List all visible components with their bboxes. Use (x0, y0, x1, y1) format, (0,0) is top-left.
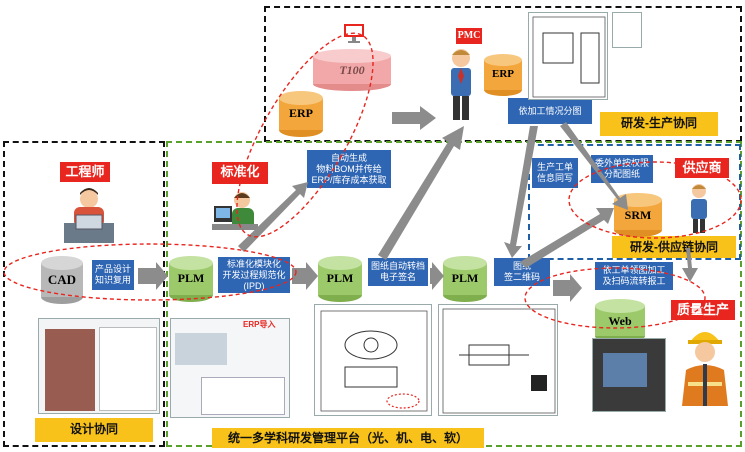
cad-software-screenshot (38, 318, 160, 414)
engineer-tag: 工程师 (60, 162, 110, 182)
engineer-illustration (58, 185, 120, 245)
auto-gen-note: 自动生成 物料BOM并传给 ERP/库存成本获取 (307, 150, 391, 188)
modular-note: 标准化模块化 开发过程规范化 (IPD) (218, 257, 290, 293)
plm-dialog (201, 377, 285, 415)
tablet-photo (592, 338, 666, 412)
production-order-note: 生产工单 信息同写 (532, 158, 578, 188)
thumbnail-small (612, 12, 642, 48)
plm-cylinder-2: PLM (317, 255, 363, 303)
design-collab-tag: 设计协同 (35, 418, 153, 442)
quality-tag: 质量生产 (671, 300, 735, 320)
plm-modular-screenshot: ERP导入 (170, 318, 290, 418)
plm-cylinder-3: PLM (442, 255, 488, 303)
design-collab-region (3, 141, 165, 447)
pmc-tag: PMC (456, 28, 482, 44)
supplier-person-illustration (686, 182, 712, 234)
drawing-sketch-1 (320, 310, 428, 412)
supply-highlight-ellipse (568, 161, 742, 239)
production-collab-tag: 研发-生产协同 (600, 112, 718, 136)
pmc-drawing-sketch (532, 16, 606, 98)
platform-tag: 统一多学科研发管理平台（光、机、电、软） (212, 428, 484, 448)
plm-thumbnail (175, 333, 227, 365)
supply-collab-tag: 研发-供应链协同 (612, 236, 736, 258)
pmc-person-illustration (444, 46, 478, 122)
erp-import-label: ERP导入 (243, 320, 276, 329)
standardization-tag: 标准化 (212, 162, 268, 184)
standardization-highlight-ellipse (236, 32, 374, 238)
t100-cylinder: T100 (312, 48, 392, 92)
supply-collab-region (528, 144, 741, 260)
auto-convert-note: 图纸自动转档 电子签名 (368, 258, 428, 286)
plm-cylinder-1: PLM (168, 255, 214, 303)
work-order-note: 依工单领图加工 及扫码流转报工 (595, 262, 673, 290)
cad-model-image (45, 329, 95, 411)
drawing-screenshot-1 (314, 304, 432, 416)
design-highlight-ellipse (3, 243, 297, 301)
tablet-screen (603, 353, 647, 387)
outsource-drawing-note: 依加工情况分图 (508, 98, 592, 124)
erp-cylinder-top: ERP (278, 90, 324, 138)
cad-menu-panel (99, 327, 157, 411)
pmc-drawing-screenshot (528, 12, 608, 100)
quality-worker-illustration (676, 322, 734, 406)
quality-highlight-ellipse (524, 267, 706, 329)
product-design-note: 产品设计 知识复用 (92, 260, 134, 290)
drawing-sketch-2 (442, 308, 556, 414)
erp-cylinder-pmc: ERP (483, 53, 523, 97)
drawing-screenshot-2 (438, 304, 558, 416)
